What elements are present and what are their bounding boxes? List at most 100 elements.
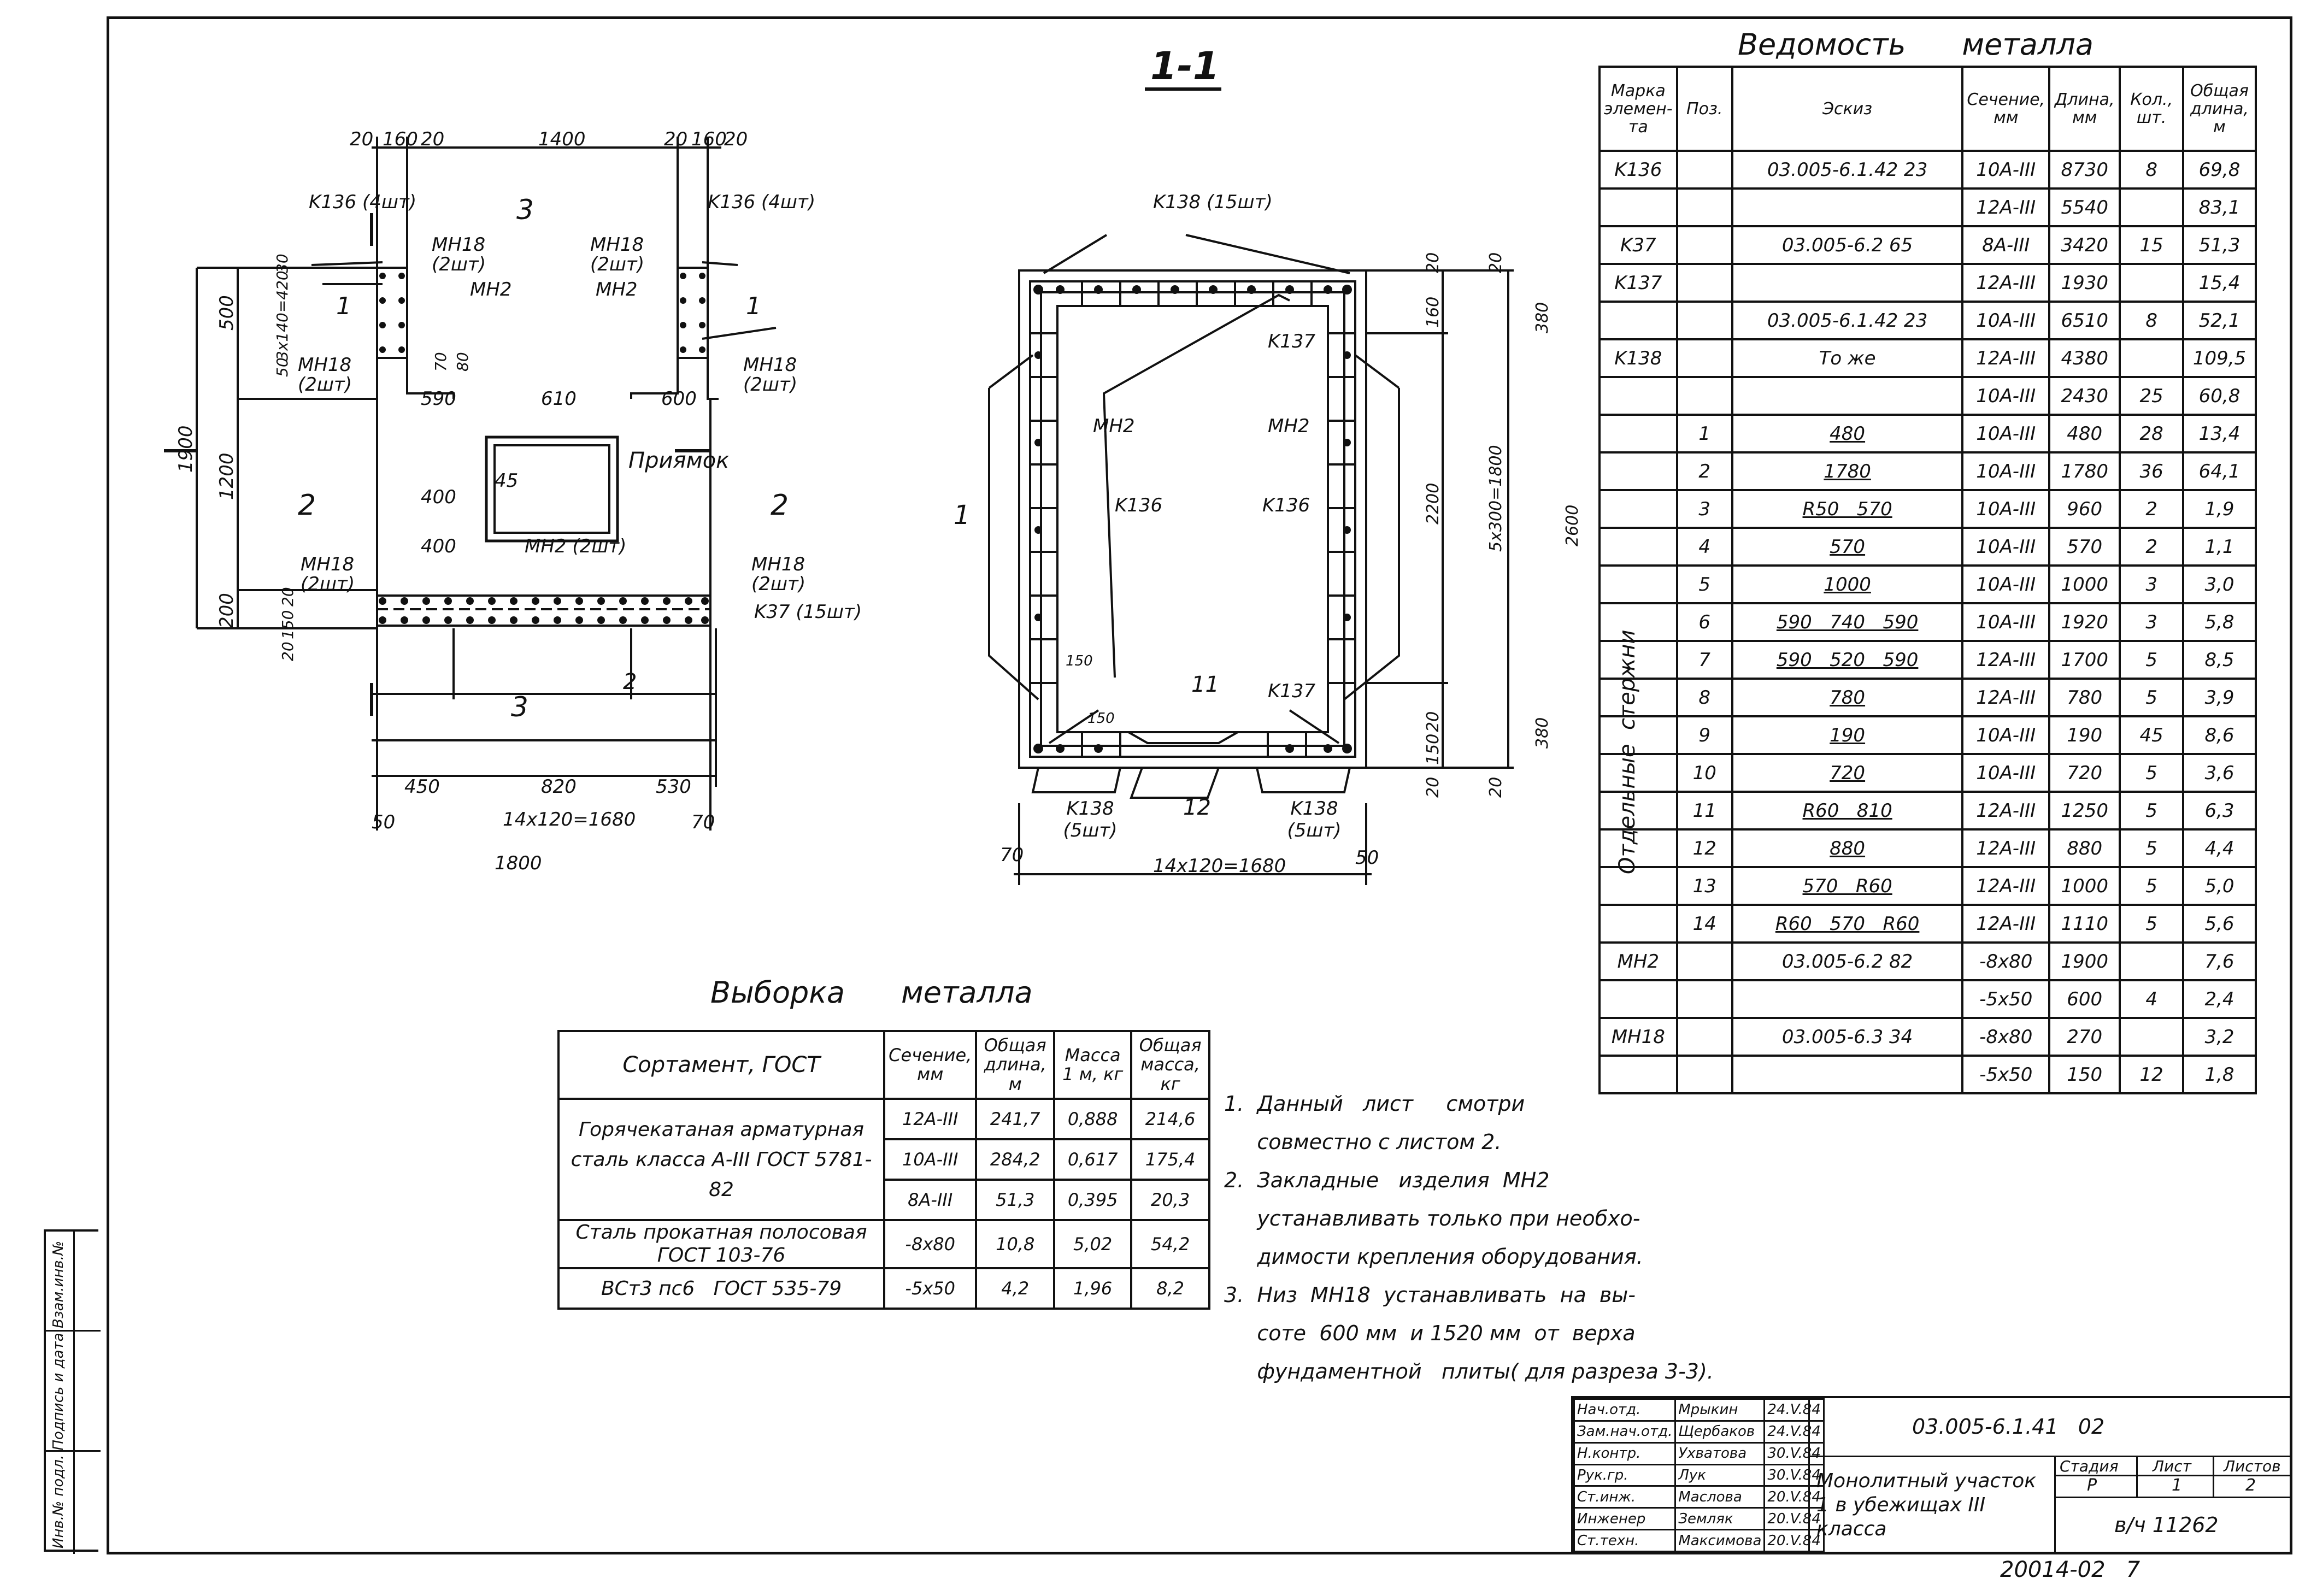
label-k138-br: K138 (5шт) bbox=[1287, 798, 1342, 841]
title-block-people: Маслова bbox=[1674, 1485, 1766, 1509]
vedomost-cell-sec: 10A-III bbox=[1961, 489, 2051, 529]
vedomost-cell-qty: 15 bbox=[2119, 225, 2184, 265]
table-row: 8A-III 51,3 0,395 20,3 bbox=[558, 1179, 1210, 1221]
dim-left-500: 500 bbox=[216, 295, 238, 331]
title-block-sheet: 1 bbox=[2172, 1476, 2183, 1495]
vedomost-cell-sketch: 03.005-6.2 65 bbox=[1731, 225, 1964, 265]
vedomost-cell-qty: 3 bbox=[2119, 602, 2184, 642]
vedomost-cell-mark bbox=[1598, 301, 1678, 340]
dim-top-4: 1400 bbox=[538, 128, 586, 150]
vedomost-cell-mark bbox=[1598, 414, 1678, 454]
title-block-dates: 24.V.84 bbox=[1763, 1420, 1825, 1444]
vedomost-cell-len: 2430 bbox=[2048, 376, 2121, 416]
label-k137-top: K137 bbox=[1268, 331, 1316, 352]
title-block-dates: 24.V.84 bbox=[1763, 1398, 1825, 1422]
vedomost-cell-mark bbox=[1598, 187, 1678, 227]
label-k136-left: K136 (4шт) bbox=[309, 191, 417, 213]
vedomost-cell-len: 150 bbox=[2048, 1055, 2121, 1094]
vedomost-cell-sec: 12A-III bbox=[1961, 338, 2051, 378]
dim-left-80: 80 bbox=[454, 352, 472, 372]
vedomost-cell-pos: 3 bbox=[1675, 489, 1733, 529]
vedomost-cell-sec: -5x50 bbox=[1961, 1055, 2051, 1094]
label-k136-left-r: K136 bbox=[1115, 494, 1163, 516]
vedomost-cell-sec: 10A-III bbox=[1961, 301, 2051, 340]
vyborka-group-2: Сталь прокатная полосовая ГОСТ 103-76 bbox=[557, 1219, 886, 1269]
vedomost-cell-pos bbox=[1675, 150, 1733, 190]
label-pos1-right: 1 bbox=[746, 292, 761, 320]
vedomost-cell-sketch: 880 bbox=[1731, 828, 1964, 868]
vedomost-cell-mark: МН2 bbox=[1598, 941, 1678, 981]
vedomost-cell-pos bbox=[1675, 263, 1733, 303]
label-mn18-top-right: МН18 (2шт) bbox=[590, 234, 645, 275]
label-mn2-top-left: МН2 bbox=[470, 279, 512, 301]
vedomost-cell-total: 13,4 bbox=[2181, 414, 2257, 454]
vedomost-cell-len: 8730 bbox=[2048, 150, 2121, 190]
dim-14x120: 14x120=1680 bbox=[503, 809, 636, 831]
label-mn18-top-left: МН18 (2шт) bbox=[432, 234, 486, 275]
vedomost-cell-sketch: 780 bbox=[1731, 678, 1964, 717]
vedomost-cell-mark bbox=[1598, 753, 1678, 793]
section-title: 1-1 bbox=[1150, 44, 1220, 89]
vedomost-cell-sec: 10A-III bbox=[1961, 602, 2051, 642]
note-line: устанавливать только при необхо- bbox=[1224, 1206, 1640, 1230]
vyborka-cell: 54,2 bbox=[1130, 1219, 1210, 1269]
vedomost-cell-total: 8,6 bbox=[2181, 715, 2257, 755]
dim-r-20a: 20 bbox=[1424, 252, 1443, 273]
vedomost-cell-len: 1900 bbox=[2048, 941, 2121, 981]
vedomost-cell-mark bbox=[1598, 640, 1678, 680]
vyborka-header-sec: Сечение, мм bbox=[883, 1030, 978, 1100]
label-cut3-bottom: 3 bbox=[511, 691, 528, 723]
title-block-people: Щербаков bbox=[1674, 1420, 1766, 1444]
vedomost-header-total: Общая длина, м bbox=[2181, 66, 2257, 152]
vedomost-cell-total: 60,8 bbox=[2181, 376, 2257, 416]
vedomost-cell-qty: 5 bbox=[2119, 866, 2184, 906]
vedomost-cell-total: 1,1 bbox=[2181, 527, 2257, 567]
vedomost-cell-sec: 10A-III bbox=[1961, 451, 2051, 491]
vyborka-header-row: Сортамент, ГОСТ Сечение, мм Общая длина,… bbox=[557, 1030, 1210, 1100]
vedomost-cell-qty: 45 bbox=[2119, 715, 2184, 755]
label-mn18-bottom-right: МН18 (2шт) bbox=[751, 553, 806, 595]
vedomost-cell-total: 1,8 bbox=[2181, 1055, 2257, 1094]
title-block-sheet-label: Лист bbox=[2153, 1457, 2191, 1475]
vedomost-cell-sketch bbox=[1731, 1055, 1964, 1094]
vedomost-cell-total: 3,2 bbox=[2181, 1017, 2257, 1057]
vedomost-cell-len: 1000 bbox=[2048, 866, 2121, 906]
vedomost-cell-len: 5540 bbox=[2048, 187, 2121, 227]
dim-530: 530 bbox=[656, 776, 691, 798]
vedomost-cell-pos: 6 bbox=[1675, 602, 1733, 642]
dim-600: 600 bbox=[661, 388, 697, 410]
vedomost-cell-qty bbox=[2119, 338, 2184, 378]
label-mn2-right: МН2 bbox=[1268, 415, 1310, 437]
title-block-people: Мрыкин bbox=[1674, 1398, 1766, 1422]
title-block-name: Монолитный участок 1 в убежищах III клас… bbox=[1816, 1470, 2036, 1540]
label-mn18-bottom-left: МН18 (2шт) bbox=[301, 553, 355, 595]
vedomost-cell-qty: 3 bbox=[2119, 564, 2184, 604]
vedomost-cell-total: 69,8 bbox=[2181, 150, 2257, 190]
vedomost-header-section: Сечение, мм bbox=[1961, 66, 2051, 152]
vedomost-cell-mark bbox=[1598, 602, 1678, 642]
vedomost-cell-len: 600 bbox=[2048, 979, 2121, 1019]
vedomost-cell-mark bbox=[1598, 828, 1678, 868]
vedomost-cell-len: 190 bbox=[2048, 715, 2121, 755]
vedomost-cell-mark bbox=[1598, 376, 1678, 416]
vedomost-cell-total: 52,1 bbox=[2181, 301, 2257, 340]
note-line: соте 600 мм и 1520 мм от верха bbox=[1224, 1321, 1636, 1345]
vedomost-cell-total: 6,3 bbox=[2181, 791, 2257, 831]
vyborka-cell: 20,3 bbox=[1130, 1179, 1210, 1221]
vedomost-cell-sec: -8x80 bbox=[1961, 941, 2051, 981]
vedomost-cell-len: 1930 bbox=[2048, 263, 2121, 303]
vedomost-cell-qty: 28 bbox=[2119, 414, 2184, 454]
dim-left-1900: 1900 bbox=[175, 425, 197, 473]
dim-r-14x120: 14x120=1680 bbox=[1153, 855, 1286, 877]
title-block-people: Максимова bbox=[1674, 1529, 1766, 1552]
vedomost-cell-qty: 5 bbox=[2119, 828, 2184, 868]
note-line: димости крепления оборудования. bbox=[1224, 1245, 1643, 1269]
dim-r-20b: 20 bbox=[1486, 252, 1506, 273]
vedomost-cell-qty: 5 bbox=[2119, 640, 2184, 680]
title-block-roles: Рук.гр. bbox=[1573, 1463, 1677, 1487]
